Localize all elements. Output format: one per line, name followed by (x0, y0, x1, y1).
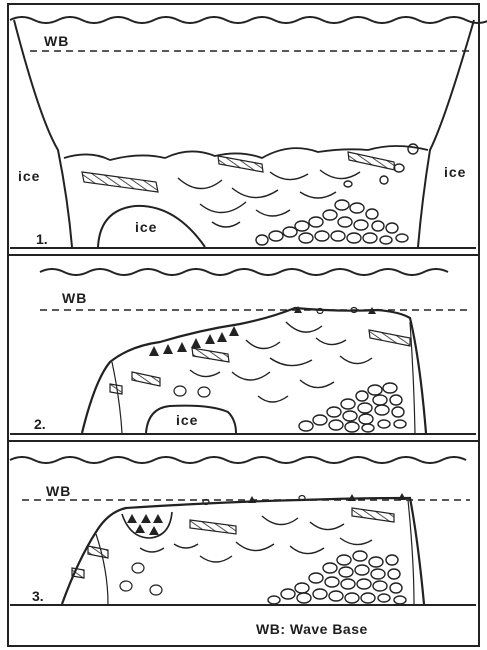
panel-1-ice-right-label: ice (444, 164, 466, 180)
panel-2-margin-line (112, 362, 122, 433)
panel-3-hatched-bed (352, 508, 394, 522)
panel-2-wave-base-label: WB (62, 290, 87, 306)
panel-1-hatched-bed (218, 156, 263, 172)
legend-text: WB: Wave Base (256, 621, 368, 637)
panel-2: WB (10, 269, 476, 434)
panel-1-cross-beds (178, 170, 360, 227)
panel-2-number: 2. (34, 416, 46, 432)
panel-1-hatched-bed (348, 152, 395, 170)
panel-3-number: 3. (32, 588, 44, 604)
panel-1-right-ice-wall (418, 20, 474, 247)
panel-3: WB (10, 457, 476, 637)
panel-1-ice-core-label: ice (135, 219, 157, 235)
panel-1-pebbles (256, 144, 418, 245)
panel-1-water-surface (10, 17, 487, 23)
panel-1-left-ice-wall (14, 20, 72, 247)
panel-2-hatched-bed (110, 384, 122, 394)
panel-1: WB ice ice ice (10, 17, 487, 248)
panel-2-ice-core-label: ice (176, 412, 198, 428)
panel-3-hatched-bed (72, 568, 84, 578)
panel-1-wave-base-label: WB (44, 33, 69, 49)
panel-2-cross-beds (190, 322, 372, 402)
panel-3-wave-base-label: WB (46, 483, 71, 499)
panel-1-ice-left-label: ice (18, 168, 40, 184)
panel-2-small-pebbles (174, 386, 210, 397)
panel-3-water-surface (10, 457, 466, 463)
panel-2-pebbles (299, 383, 406, 432)
panel-3-small-pebbles (120, 563, 162, 595)
panel-2-hatched-bed (192, 348, 229, 362)
panel-3-hatched-bed (88, 546, 108, 558)
panel-3-hatched-bed (190, 520, 236, 534)
panel-2-hatched-bed (132, 372, 160, 386)
panel-1-hatched-bed (82, 172, 158, 192)
panel-3-cross-beds (140, 516, 372, 562)
panel-2-hatched-bed (369, 330, 410, 346)
panel-2-mound-outline (82, 308, 426, 433)
panel-1-number: 1. (36, 231, 48, 247)
panel-3-margin-line (96, 534, 108, 604)
panel-3-pebbles (268, 551, 406, 604)
outer-frame (8, 4, 479, 646)
panel-2-water-surface (40, 269, 448, 275)
